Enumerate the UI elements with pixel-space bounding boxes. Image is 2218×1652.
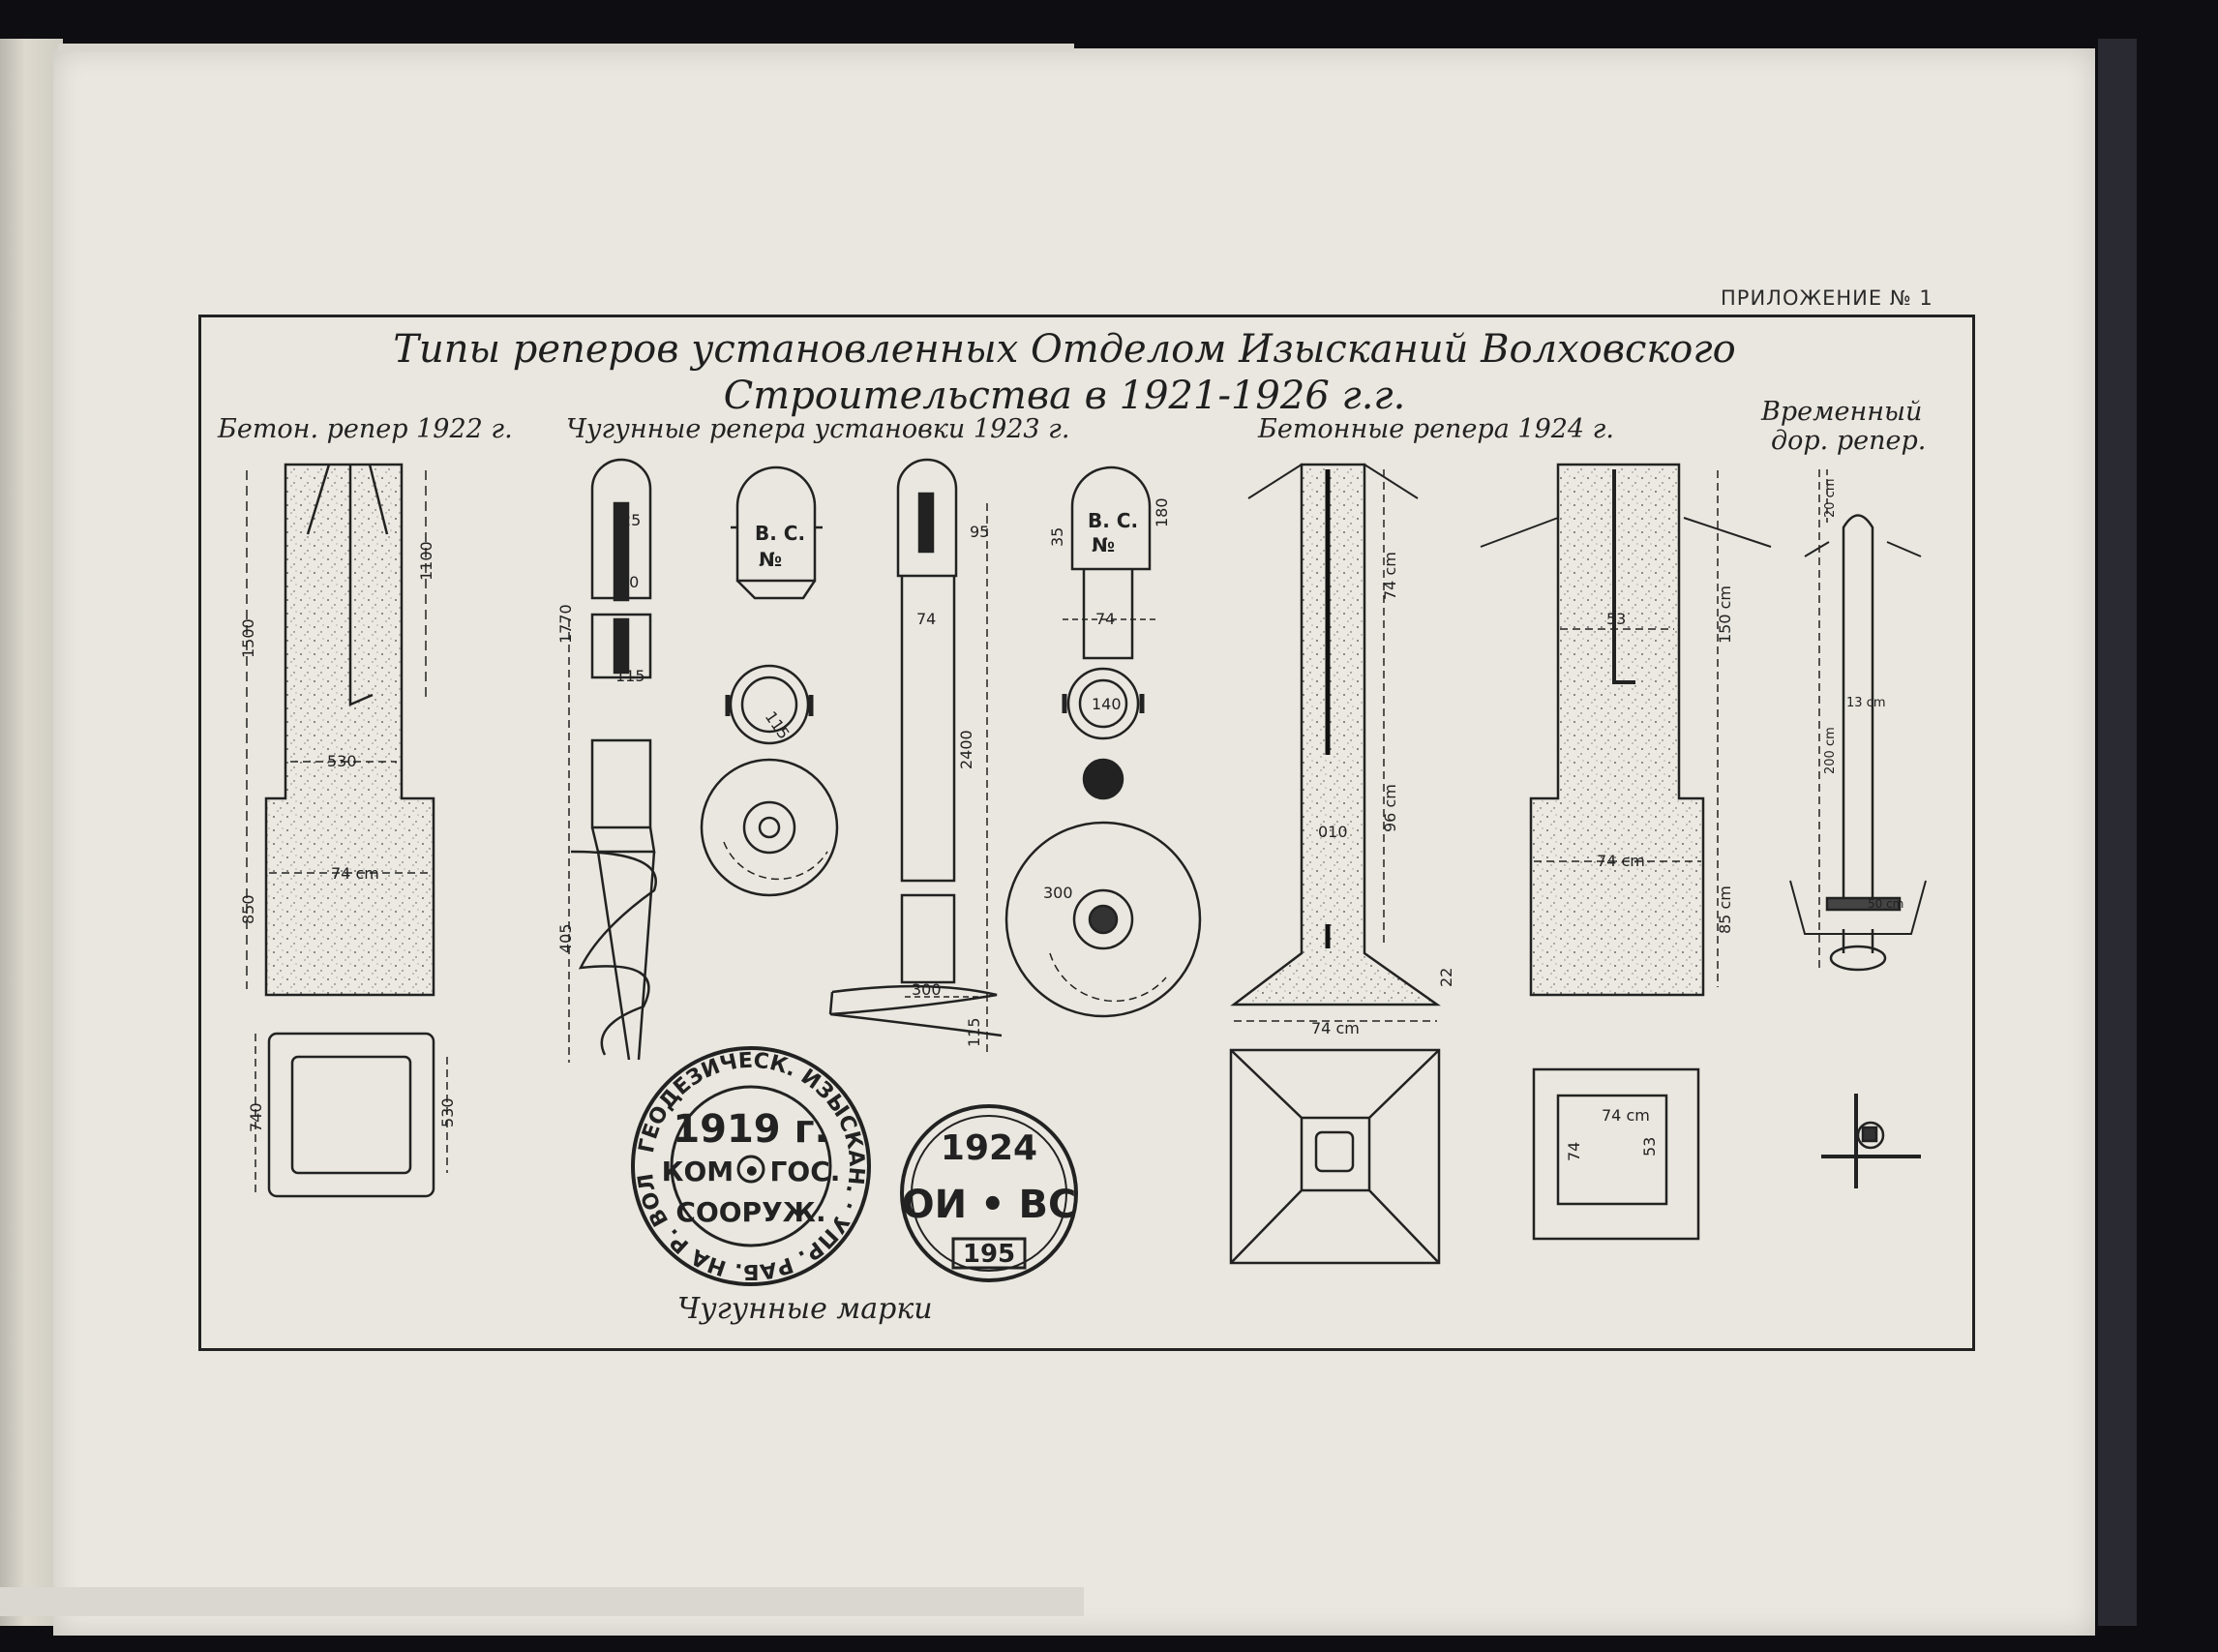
appendix-label: ПРИЛОЖЕНИЕ № 1	[1721, 286, 1933, 310]
cast-iron-plate-1	[731, 466, 823, 600]
dim-label: 2400	[957, 730, 975, 769]
right-dark-band	[2098, 39, 2137, 1626]
dim-label: 74	[1095, 610, 1115, 628]
stamp-1924	[900, 1104, 1078, 1282]
title-line-1: Типы реперов установленных Отделом Изыск…	[393, 327, 1736, 372]
dim-label: 1100	[417, 541, 435, 581]
dim-label: 25	[621, 511, 641, 529]
rod-cross-section	[1082, 758, 1124, 800]
dim-label: 850	[239, 894, 257, 924]
dim-label: 115	[615, 667, 645, 685]
stamp-1919-year: 1919 г.	[673, 1107, 828, 1152]
pipe-cross-section-2	[1066, 667, 1140, 740]
dim-label: 20	[619, 573, 639, 591]
section-title-temp-a: Временный	[1761, 397, 1923, 427]
dim-label: 74 cm	[1381, 552, 1399, 600]
title-line-2: Строительства в 1921-1926 г.г.	[723, 374, 1406, 418]
plate-1-no: №	[759, 548, 782, 571]
dim-label: 13 cm	[1846, 696, 1886, 710]
dim-label: 300	[912, 980, 942, 999]
dim-label: 1500	[239, 618, 257, 658]
temporary-benchmark-drawing	[1789, 469, 1927, 1188]
dim-label: 85 cm	[1716, 886, 1734, 934]
stamp-1919-line3: СООРУЖ.	[675, 1196, 825, 1228]
stamp-1924-number: 195	[963, 1240, 1015, 1269]
dim-label: 95	[970, 523, 989, 541]
dim-label: 50 cm	[1868, 897, 1903, 911]
benchmark-1924-a-drawing	[1229, 463, 1441, 1265]
stamp-1919-line2: КОМ • ГОС.	[662, 1156, 841, 1187]
stamp-1919	[631, 1046, 871, 1286]
dim-label: 115	[965, 1017, 983, 1047]
dim-label: 20 cm	[1823, 479, 1838, 519]
benchmark-1924-b-drawing	[1480, 463, 1772, 1241]
section-title-temp-b: дор. репер.	[1771, 426, 1927, 456]
dim-label: 74	[916, 610, 936, 628]
left-page-edge	[0, 39, 63, 1626]
drawing-title: Типы реперов установленных Отделом Изыск…	[242, 326, 1887, 419]
dim-label: 740	[247, 1102, 265, 1132]
drawing-frame	[198, 315, 1975, 1351]
dim-label: 74 cm	[331, 864, 379, 883]
dim-label: 300	[1043, 884, 1073, 902]
dim-label: 96 cm	[1381, 784, 1399, 832]
anchor-plate-1	[700, 758, 839, 897]
section-title-1922: Бетон. репер 1922 г.	[218, 414, 513, 444]
section-title-1924: Бетонные репера 1924 г.	[1258, 414, 1614, 444]
pipe-cross-section-1	[729, 664, 810, 745]
section-title-1923: Чугунные репера установки 1923 г.	[566, 414, 1070, 444]
stamp-1924-year: 1924	[941, 1128, 1037, 1168]
dim-label: 530	[438, 1097, 457, 1127]
dim-label: 200 cm	[1823, 727, 1838, 774]
page-top-edge	[58, 44, 1074, 51]
dim-label: 74 cm	[1597, 852, 1645, 870]
page-bottom-strip	[0, 1587, 1084, 1616]
dim-label: 150 cm	[1716, 586, 1734, 644]
plate-2-label: В. С.	[1088, 509, 1138, 532]
anchor-plate-2	[1004, 821, 1202, 1018]
stamp-1924-mid: ОИ • ВС	[902, 1183, 1077, 1227]
dim-label: 530	[327, 752, 357, 770]
dim-label: 53	[1606, 610, 1626, 628]
dim-label: 180	[1153, 497, 1171, 527]
plate-1-label: В. С.	[755, 522, 805, 545]
dim-label: 74 cm	[1602, 1106, 1650, 1125]
dim-label: 74 cm	[1311, 1019, 1360, 1037]
dim-label: 74	[1565, 1142, 1583, 1161]
plate-2-no: №	[1092, 533, 1115, 556]
cast-iron-plate-2	[1063, 466, 1156, 660]
dim-label: 1770	[556, 604, 575, 644]
footer-caption: Чугунные марки	[677, 1292, 933, 1326]
benchmark-1922-drawing	[246, 463, 448, 1198]
dim-label: 010	[1318, 823, 1348, 841]
cast-iron-pipe-2	[828, 458, 1003, 1055]
cast-iron-pipe-1	[568, 458, 657, 1063]
dim-label: 53	[1640, 1137, 1659, 1156]
dim-label: 22	[1437, 968, 1455, 987]
dim-label: 140	[1092, 695, 1122, 713]
dim-label: 405	[556, 923, 575, 953]
dim-label: 35	[1048, 527, 1066, 547]
